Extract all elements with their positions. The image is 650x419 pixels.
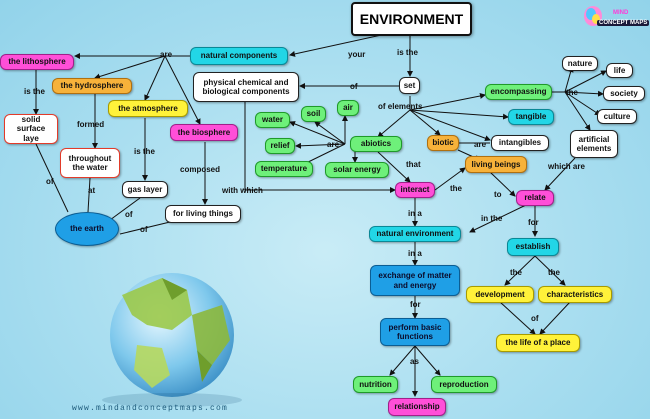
link-label: in a [408,209,422,218]
link-label: to [494,190,502,199]
link-label: of [531,314,539,323]
node-place-life[interactable]: the life of a place [496,334,580,352]
link-label: of [46,177,54,186]
link-label: in the [481,214,503,223]
link-label: are [327,140,340,149]
link-label: are [160,50,173,59]
node-temperature[interactable]: temperature [255,161,313,177]
node-living-things[interactable]: for living things [165,205,241,223]
link-label: as [410,357,419,366]
node-interact[interactable]: interact [395,182,435,198]
link-label: your [348,50,366,59]
node-abiotics[interactable]: abiotics [350,136,402,152]
link-label: the [548,268,560,277]
node-living-beings[interactable]: living beings [465,156,527,173]
node-encompassing[interactable]: encompassing [485,84,552,100]
node-development[interactable]: development [466,286,534,303]
node-natural-components[interactable]: natural components [190,47,288,65]
link-label: the [450,184,462,193]
node-relationship[interactable]: relationship [388,398,446,416]
node-air[interactable]: air [337,100,359,116]
node-exchange[interactable]: exchange of matter and energy [370,265,460,296]
page-title: ENVIRONMENT [351,2,472,36]
website-url: www.mindandconceptmaps.com [72,404,229,413]
link-label: at [88,186,96,195]
node-life[interactable]: life [606,63,633,78]
node-tangible[interactable]: tangible [508,109,554,125]
link-label: formed [77,120,105,129]
node-lithosphere[interactable]: the lithosphere [0,54,74,70]
link-label: of [125,210,133,219]
link-label: of [140,225,148,234]
node-establish[interactable]: establish [507,238,559,256]
node-artificial-elements[interactable]: artificial elements [570,130,618,158]
link-label: the [510,268,522,277]
link-label: that [406,160,421,169]
node-hydrosphere[interactable]: the hydrosphere [52,78,132,94]
node-culture[interactable]: culture [597,109,637,124]
node-solid-surface[interactable]: solid surface laye [4,114,58,144]
link-label: is the [24,87,45,96]
node-atmosphere[interactable]: the atmosphere [108,100,188,117]
node-nature[interactable]: nature [562,56,598,71]
link-label: the [566,88,578,97]
node-nutrition[interactable]: nutrition [353,376,398,393]
link-label: for [528,218,539,227]
link-label: of [350,82,358,91]
node-physical-chemical[interactable]: physical chemical and biological compone… [193,72,299,102]
node-solar-energy[interactable]: solar energy [325,162,389,178]
link-label: is the [134,147,155,156]
node-the-earth[interactable]: the earth [55,212,119,246]
link-label: are [474,140,487,149]
node-throughout-water[interactable]: throughout the water [60,148,120,178]
link-label: in a [408,249,422,258]
node-perform[interactable]: perform basic functions [380,318,450,346]
node-natural-environment[interactable]: natural environment [369,226,461,242]
node-water[interactable]: water [255,112,290,128]
logo-text: CONCEPT MAPS [597,20,650,26]
node-reproduction[interactable]: reproduction [431,376,497,393]
node-gas-layer[interactable]: gas layer [122,181,168,198]
node-relate[interactable]: relate [516,190,554,206]
node-intangibles[interactable]: intangibles [491,135,549,151]
link-label: is the [397,48,418,57]
node-relief[interactable]: relief [265,138,295,154]
logo-mark: MIND [613,10,629,16]
node-society[interactable]: society [603,86,645,101]
link-label: for [410,300,421,309]
node-characteristics[interactable]: characteristics [538,286,612,303]
earth-globe-illustration [102,273,242,407]
node-set[interactable]: set [399,77,420,94]
link-label: which are [548,162,585,171]
link-label: composed [180,165,221,174]
link-label: of elements [378,102,423,111]
node-biotic[interactable]: biotic [427,135,459,151]
brand-logo [583,2,647,32]
node-soil[interactable]: soil [301,106,326,122]
link-label: with which [222,186,263,195]
node-biosphere[interactable]: the biosphere [170,124,238,141]
